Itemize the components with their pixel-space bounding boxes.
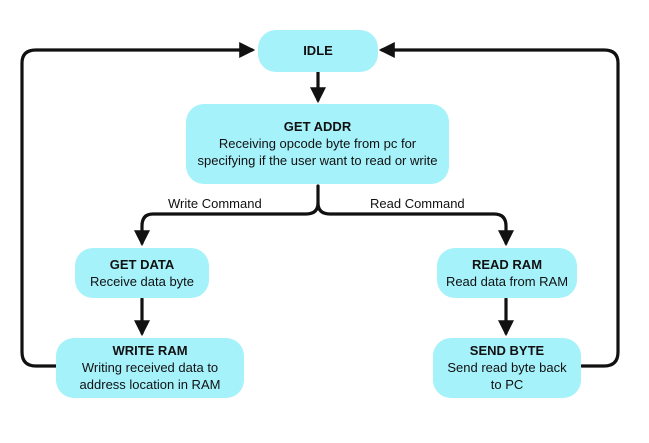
edge-label-write-command: Write Command	[168, 196, 262, 211]
node-idle-title: IDLE	[303, 43, 333, 58]
node-get-data-title: GET DATA	[109, 256, 175, 272]
node-read-ram-title: READ RAM	[471, 256, 543, 272]
arrow-send-byte-to-idle	[378, 42, 620, 368]
node-get-addr-title: GET ADDR	[283, 119, 352, 134]
node-write-ram-desc: Writing received data to address locatio…	[79, 360, 221, 392]
node-read-ram-desc: Read data from RAM	[445, 273, 569, 289]
arrow-read-command	[316, 201, 514, 247]
node-idle: IDLE	[258, 30, 378, 72]
arrow-write-ram-to-idle	[20, 42, 256, 368]
node-write-ram: WRITE RAM Writing received data to addre…	[56, 338, 244, 398]
node-read-ram: READ RAM Read data from RAM	[437, 248, 577, 298]
node-get-addr-desc: Receiving opcode byte from pc for specif…	[197, 136, 438, 168]
node-get-data-desc: Receive data byte	[89, 273, 195, 289]
node-send-byte: SEND BYTE Send read byte back to PC	[433, 338, 581, 398]
edge-label-read-command: Read Command	[370, 196, 465, 211]
node-get-data: GET DATA Receive data byte	[75, 248, 209, 298]
arrow-write-command	[134, 184, 320, 247]
node-send-byte-desc: Send read byte back to PC	[447, 360, 567, 392]
node-send-byte-title: SEND BYTE	[469, 343, 545, 358]
node-write-ram-title: WRITE RAM	[112, 343, 188, 358]
node-get-addr: GET ADDR Receiving opcode byte from pc f…	[186, 104, 449, 184]
